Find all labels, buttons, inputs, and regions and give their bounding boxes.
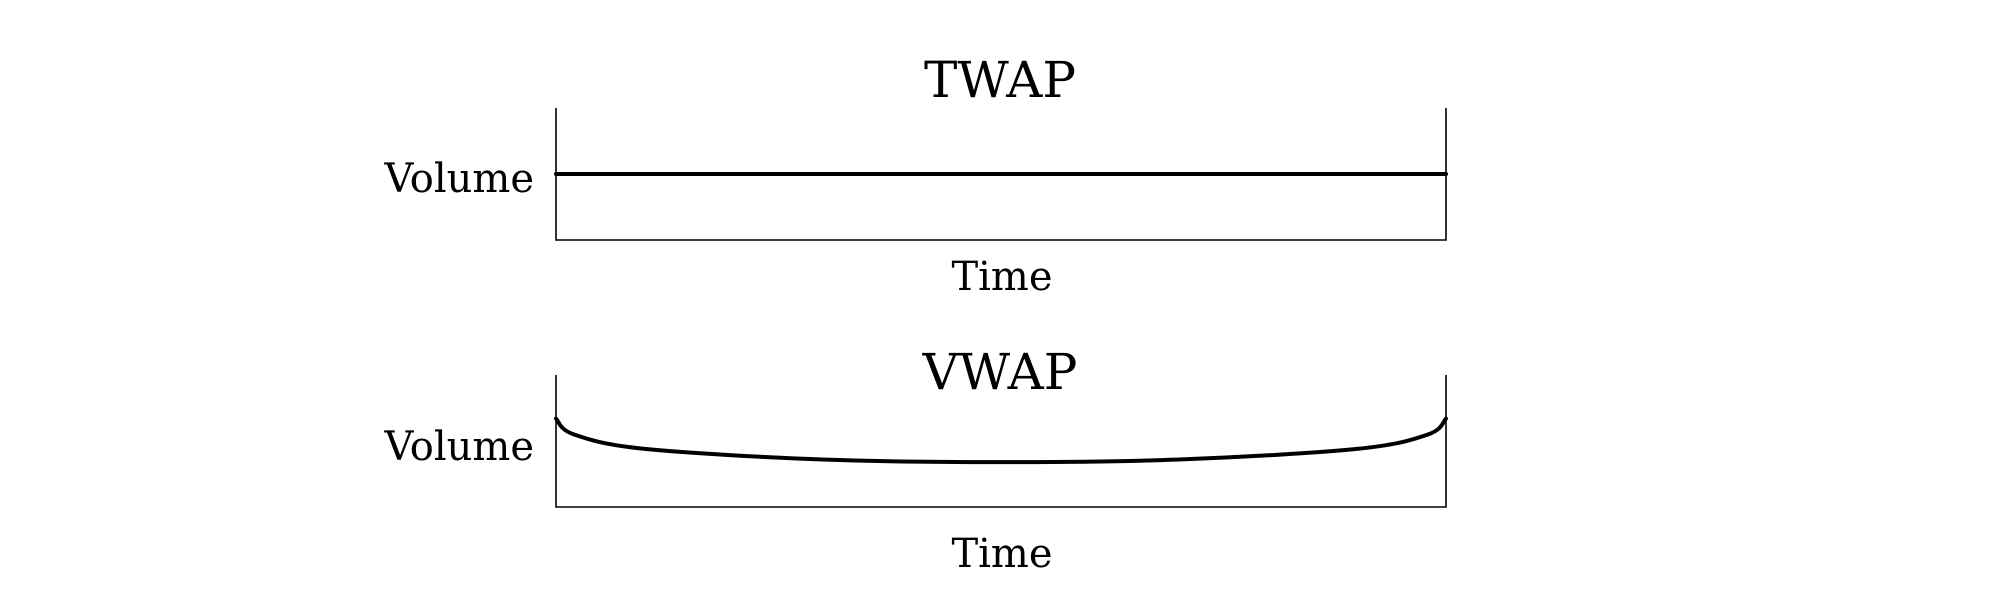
vwap-title: VWAP — [922, 343, 1078, 401]
twap-xlabel: Time — [951, 254, 1052, 300]
twap-title: TWAP — [924, 51, 1076, 109]
twap-panel: TWAP Volume Time — [384, 51, 1448, 300]
vwap-series-line — [554, 416, 1448, 465]
vwap-frame — [555, 375, 1447, 508]
twap-ylabel: Volume — [384, 156, 534, 202]
vwap-panel: VWAP Volume Time — [384, 343, 1448, 577]
vwap-ylabel: Volume — [384, 424, 534, 470]
vwap-xlabel: Time — [951, 531, 1052, 577]
